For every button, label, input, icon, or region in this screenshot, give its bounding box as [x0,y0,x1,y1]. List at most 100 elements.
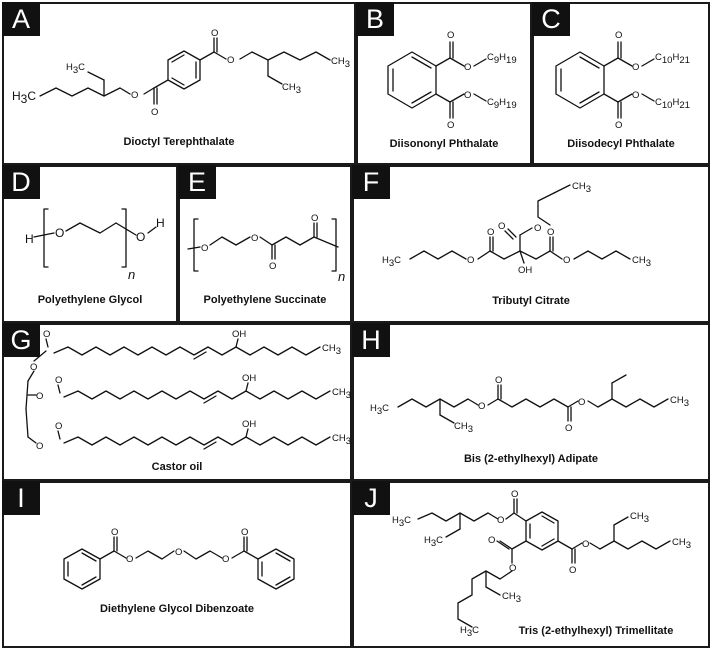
repeat-unit-n: n [338,269,345,284]
panel-label-g: G [2,323,40,357]
structure-dioctyl-terephthalate: H3C H3C O O O O CH3 CH3 [12,28,350,118]
atom-o: O [136,230,145,244]
atom-o: O [175,547,182,558]
caption-d: Polyethylene Glycol [37,294,143,306]
atom-h: H [156,216,165,230]
atom-o: O [269,261,276,272]
panel-d: H O O H n D Polyethylene Glycol [2,165,178,323]
atom-o: O [131,90,138,101]
atom-ch3-right: CH3 [331,56,350,70]
atom-o: O [251,233,258,244]
panel-b: O O O O C9H19 C9H19 B Diisononyl Phthala… [356,2,532,165]
structure-castor-oil: O O O O O O OH OH OH CH3 CH3 CH3 [25,329,351,452]
atom-oh: OH [242,419,256,430]
atom-o: O [615,120,622,131]
atom-h3c-top: H3C [66,62,85,76]
atom-h3c-left: H3C [382,255,401,269]
atom-o: O [126,554,133,565]
panel-c: O O O O C10H21 C10H21 C Diisodecyl Phtha… [532,2,710,165]
substituent-c9h19: C9H19 [487,97,517,111]
panel-label-j: J [352,481,390,515]
atom-o: O [487,227,494,238]
caption-b: Diisononyl Phthalate [389,138,499,150]
atom-oh: OH [518,265,532,276]
atom-o: O [632,90,639,101]
atom-ch3-right: CH3 [632,255,651,269]
caption-e: Polyethylene Succinate [203,294,327,306]
atom-o: O [488,535,495,546]
panel-label-b: B [356,2,394,36]
substituent-c10h21: C10H21 [655,97,690,111]
panel-j: H3C H3C O O O O O O CH3 CH3 CH3 H3C J Tr… [352,481,710,648]
atom-o: O [578,397,585,408]
atom-o: O [509,563,516,574]
atom-o: O [563,255,570,266]
atom-ch3-top: CH3 [630,511,649,525]
substituent-c10h21: C10H21 [655,52,690,66]
atom-o: O [227,55,234,66]
caption-g: Castor oil [151,461,203,473]
atom-h3c-ethyl: H3C [424,535,443,549]
atom-ch3: CH3 [332,433,351,447]
panel-a: H3C H3C O O O O CH3 CH3 A Dioctyl Tereph… [2,2,356,165]
atom-ch3-ethyl: CH3 [454,421,473,435]
structure-polyethylene-succinate: O O O O n [187,213,345,284]
atom-h3c-bottom: H3C [460,625,479,639]
atom-o: O [495,375,502,386]
substituent-c9h19: C9H19 [487,52,517,66]
atom-o: O [36,441,43,452]
atom-o: O [478,401,485,412]
structure-diethylene-glycol-dibenzoate: O O O O O [63,527,295,590]
atom-o: O [569,565,576,576]
atom-ch3-right: CH3 [672,537,691,551]
atom-ch3: CH3 [322,343,341,357]
atom-o: O [55,226,64,240]
structure-tributyl-citrate: CH3 O O O O O O OH H3C CH3 [382,181,651,276]
atom-ch3: CH3 [332,387,351,401]
atom-o: O [534,223,541,234]
atom-o: O [582,539,589,550]
atom-o: O [498,221,505,232]
atom-o: O [447,30,454,41]
atom-oh: OH [242,373,256,384]
atom-o: O [467,255,474,266]
atom-o: O [464,62,471,73]
atom-o: O [565,423,572,434]
atom-o: O [447,120,454,131]
panel-i: O O O O O I Diethylene Glycol Dibenzoate [2,481,352,648]
atom-o: O [497,515,504,526]
atom-o: O [111,527,118,538]
structure-bis-2-ethylhexyl-adipate: H3C CH3 O O O O CH3 [370,374,689,435]
panel-g: O O O O O O OH OH OH CH3 CH3 CH3 G Casto… [2,323,352,481]
caption-i: Diethylene Glycol Dibenzoate [99,603,255,615]
caption-c: Diisodecyl Phthalate [567,138,675,150]
atom-h3c-left: H3C [392,515,411,529]
atom-o: O [632,62,639,73]
atom-ch3-top: CH3 [572,181,591,195]
structure-diisononyl-phthalate: O O O O C9H19 C9H19 [387,30,517,131]
atom-o: O [464,90,471,101]
atom-o: O [211,28,218,39]
panel-label-h: H [352,323,390,357]
panel-label-i: I [2,481,40,515]
caption-h: Bis (2-ethylhexyl) Adipate [463,453,599,465]
atom-o: O [241,527,248,538]
panel-f: CH3 O O O O O O OH H3C CH3 F Tributyl Ci… [352,165,710,323]
structure-tris-2-ethylhexyl-trimellitate: H3C H3C O O O O O O CH3 CH3 CH3 H3C [392,489,691,639]
atom-o: O [55,375,62,386]
atom-ch3-bottom: CH3 [282,82,301,96]
structure-polyethylene-glycol: H O O H n [25,208,165,282]
atom-o: O [55,421,62,432]
atom-o: O [36,391,43,402]
atom-o: O [43,329,50,340]
atom-o: O [222,554,229,565]
panel-label-e: E [178,165,216,199]
atom-ch3-right: CH3 [670,395,689,409]
atom-o: O [311,213,318,224]
atom-h3c-left: H3C [12,89,36,106]
atom-ch3-ethyl: CH3 [502,591,521,605]
atom-o: O [151,107,158,118]
atom-o: O [511,489,518,500]
panel-label-c: C [532,2,570,36]
atom-oh: OH [232,329,246,340]
